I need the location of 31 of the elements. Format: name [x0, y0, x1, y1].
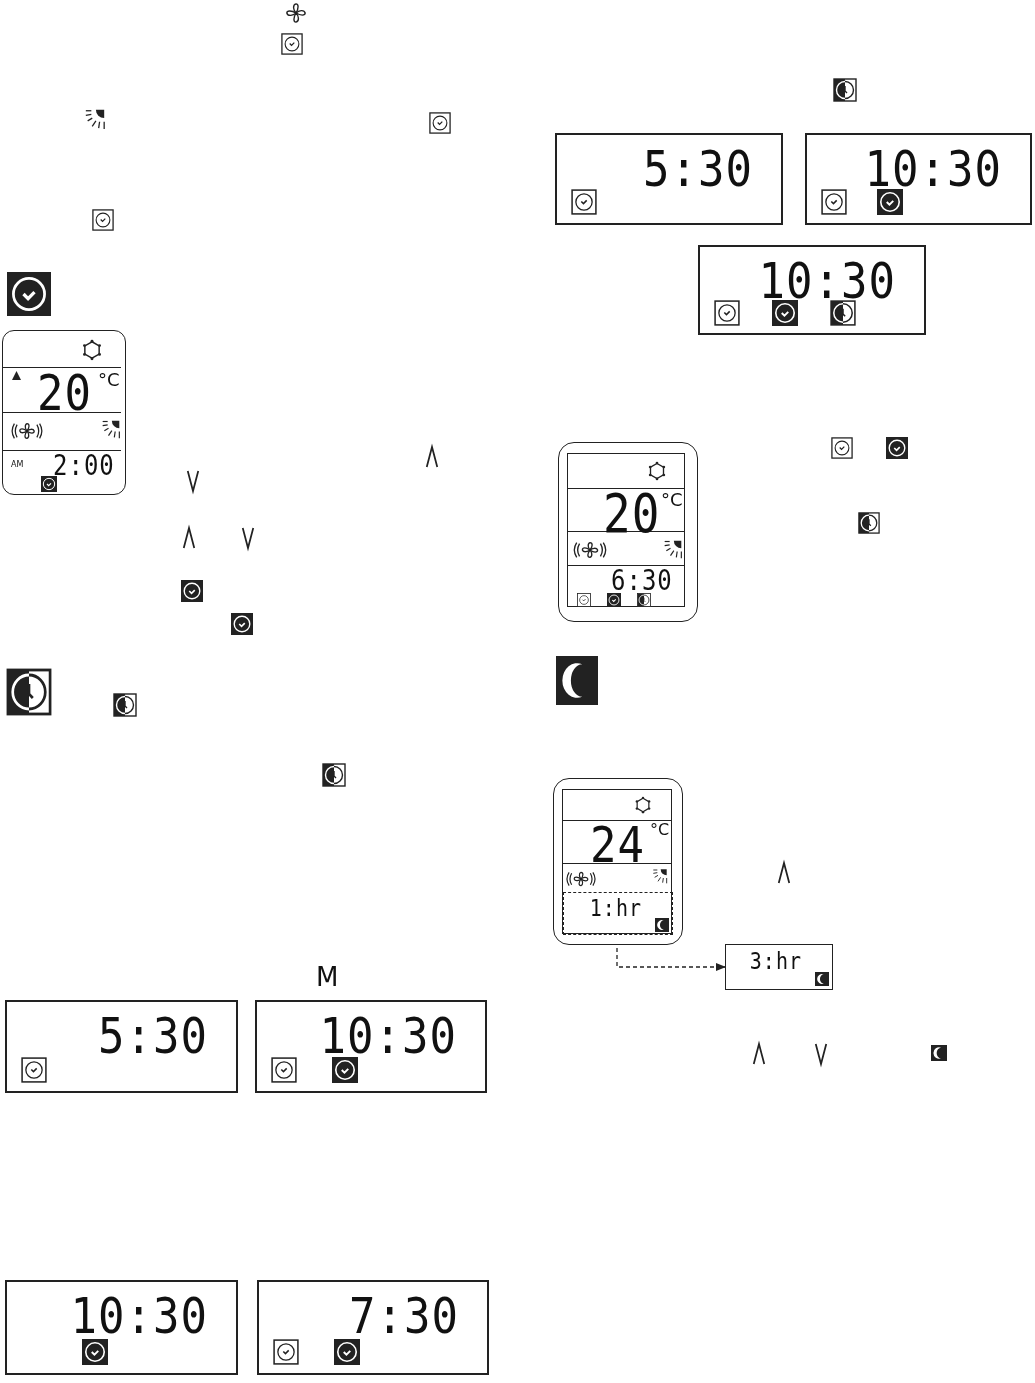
timer-area: [563, 892, 673, 935]
time-digits: 10:30: [758, 255, 896, 306]
temperature-digits: 24: [590, 819, 645, 870]
timer-digits: 1:hr: [589, 896, 642, 919]
lcd-display: [698, 245, 926, 335]
time-digits: 7:30: [349, 1290, 459, 1341]
unit-label: °C: [98, 371, 120, 389]
mode-button-label: M: [316, 964, 339, 990]
timer-digits: 3:hr: [749, 949, 802, 972]
unit-label: °C: [661, 491, 683, 509]
lcd-display: [5, 1000, 238, 1093]
remote-display: [558, 442, 698, 622]
unit-label: °C: [650, 822, 670, 838]
time-digits: 10:30: [319, 1010, 457, 1061]
time-digits: 2:00: [53, 452, 115, 480]
time-digits: 5:30: [643, 143, 753, 194]
time-digits: 5:30: [98, 1010, 208, 1061]
lcd-display: [725, 944, 833, 990]
lcd-display: [255, 1000, 487, 1093]
temperature-digits: 20: [37, 367, 92, 418]
lcd-display: [555, 133, 783, 225]
lcd-display: [257, 1280, 489, 1375]
time-digits: 10:30: [864, 143, 1002, 194]
remote-display: [2, 330, 126, 495]
time-digits: 6:30: [611, 567, 673, 595]
lcd-display: [805, 133, 1032, 225]
temperature-digits: 20: [603, 487, 661, 540]
am-label: AM: [11, 461, 24, 469]
lcd-display: [5, 1280, 238, 1375]
remote-display: [553, 778, 683, 945]
time-digits: 10:30: [70, 1290, 208, 1341]
